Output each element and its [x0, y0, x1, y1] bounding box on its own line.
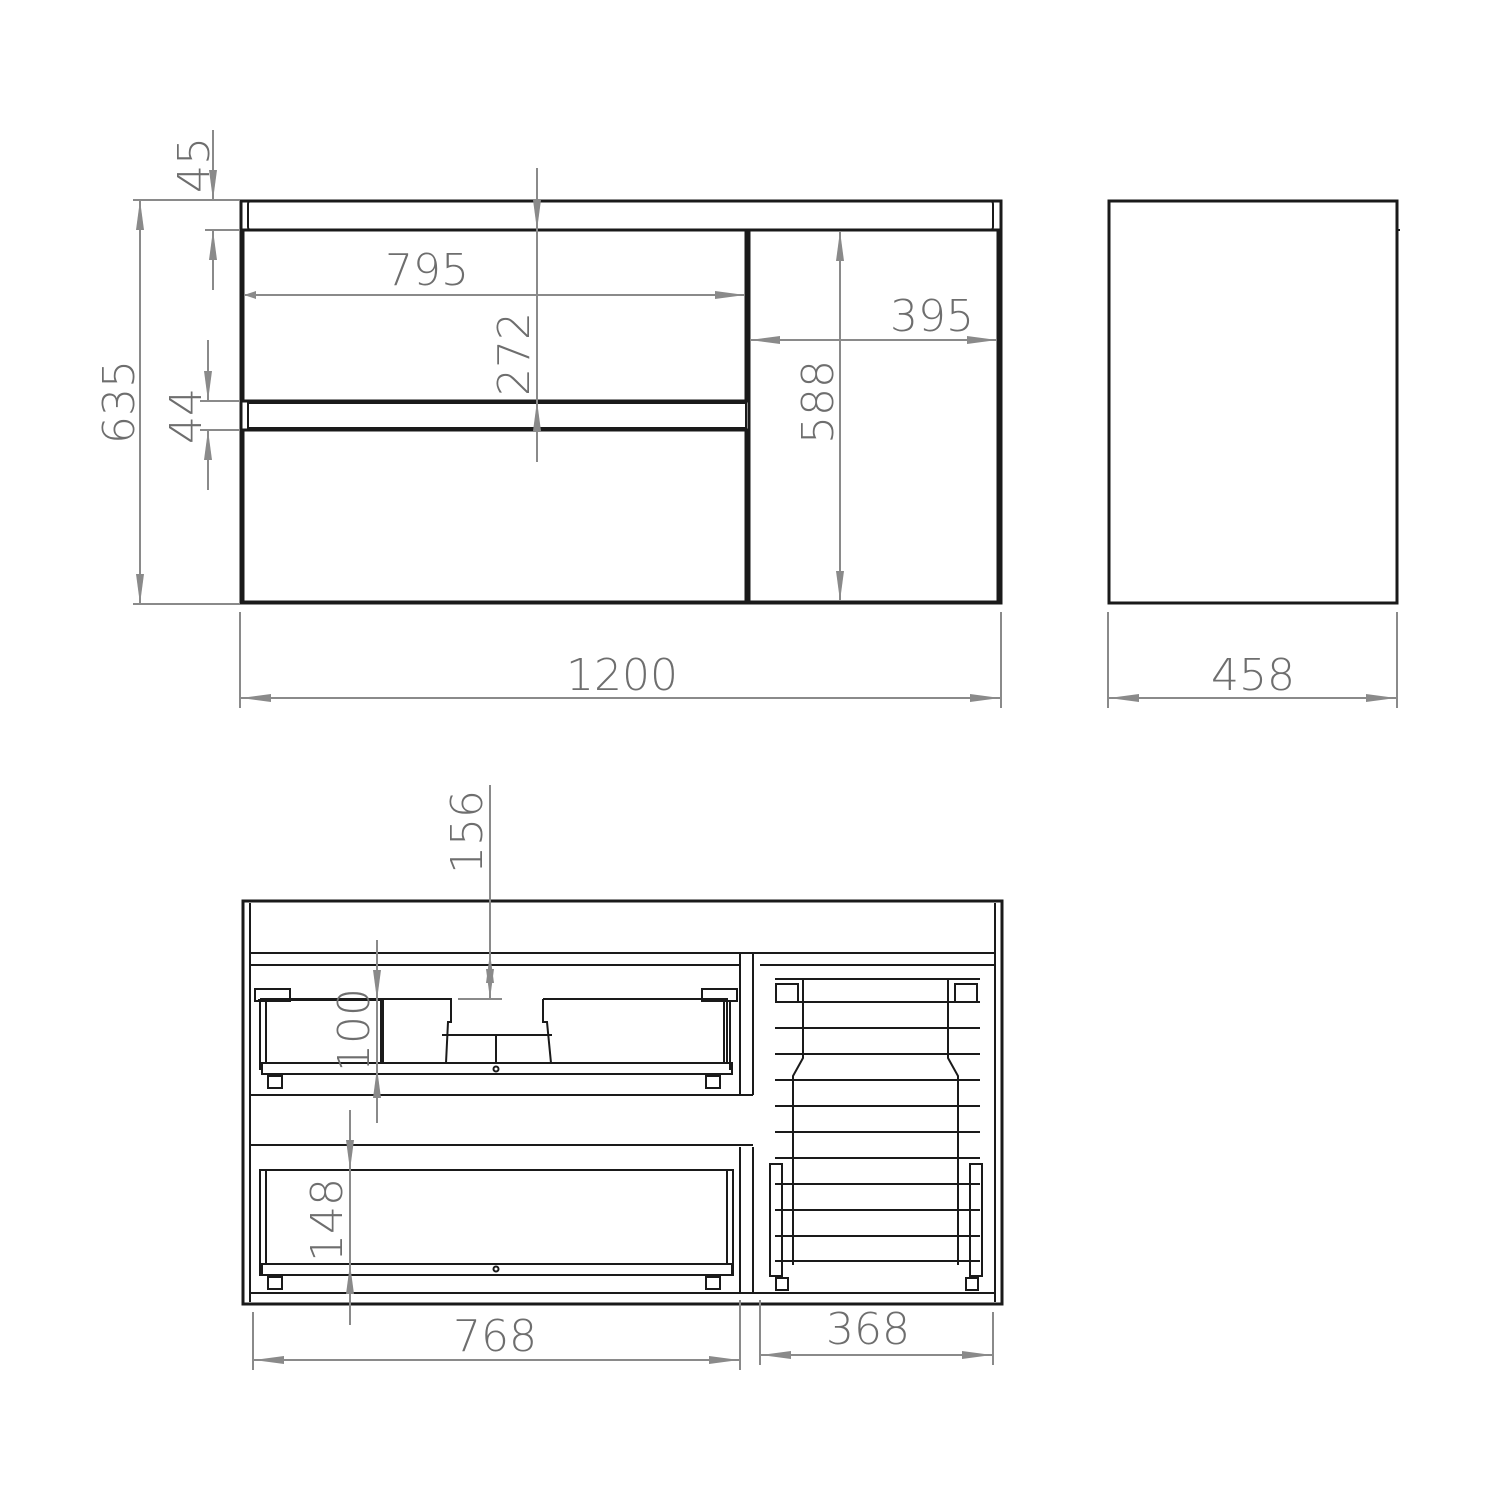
dim-drawer-height: 272 [489, 312, 540, 396]
front-view [239, 199, 1003, 605]
side-outline [1107, 199, 1399, 605]
rail [247, 402, 747, 429]
countertop [247, 200, 994, 231]
side-view [1107, 199, 1400, 605]
interior-outline [241, 899, 1004, 1306]
dim-door-height: 588 [793, 360, 844, 444]
upper-drawer-front [241, 228, 748, 403]
upper-drawer-box [254, 988, 738, 1089]
dim-depth: 458 [1211, 650, 1295, 701]
dim-top-thickness: 45 [169, 137, 220, 193]
dim-basket-inner-width: 368 [826, 1304, 910, 1355]
dim-lower-drawer-inner-height: 148 [302, 1178, 353, 1262]
dim-drawer-inner-width: 768 [453, 1311, 537, 1362]
interior-view [241, 899, 1004, 1306]
dim-total-width: 1200 [566, 650, 678, 701]
lower-drawer-front [241, 428, 748, 604]
dim-door-width: 395 [890, 291, 974, 342]
door-front [747, 228, 1000, 604]
dim-drawer-width: 795 [385, 245, 469, 296]
dim-upper-drawer-inner-height: 100 [329, 988, 380, 1072]
pull-out-basket [769, 978, 983, 1291]
lower-drawer-box [259, 1169, 734, 1290]
interior-dimension-lines [252, 785, 994, 1370]
dim-rail-thickness: 44 [161, 388, 212, 444]
dim-siphon-cutout: 156 [442, 790, 493, 874]
dimension-lines [133, 130, 1398, 708]
dim-total-height: 635 [94, 360, 145, 444]
